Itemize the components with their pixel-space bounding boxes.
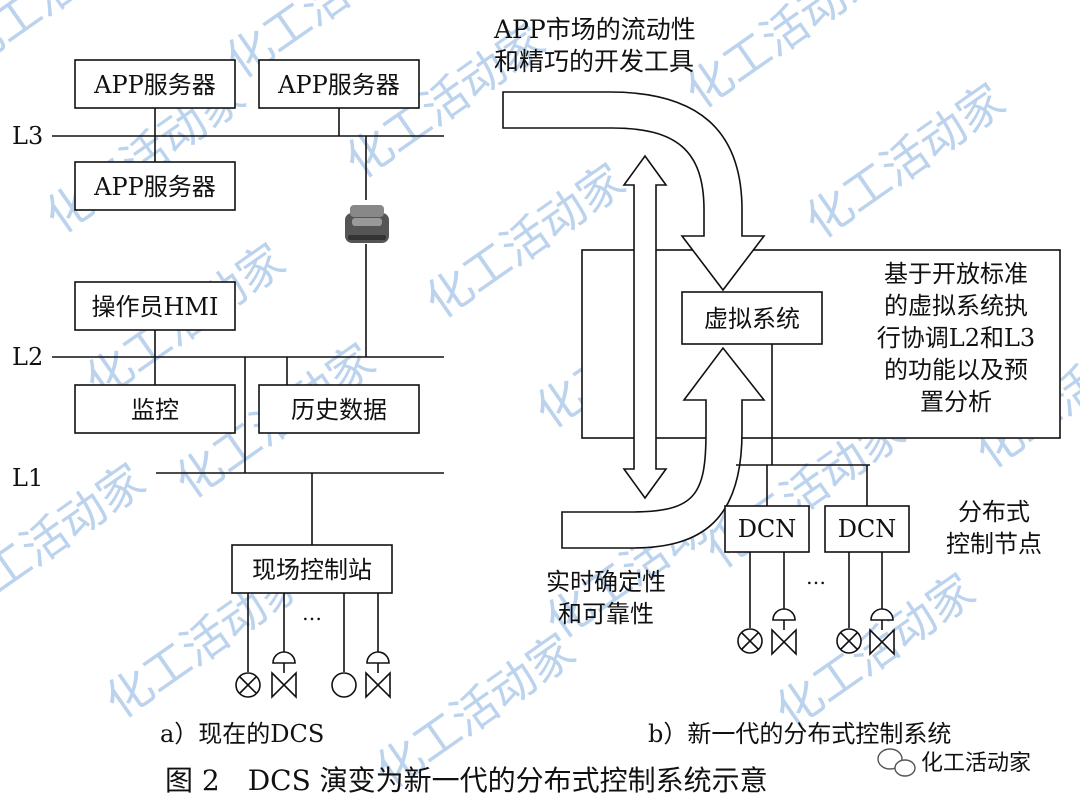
dcn-box-2 bbox=[824, 505, 910, 553]
brand-badge: 化工活动家 bbox=[877, 748, 1031, 777]
hmi-label: 操作员HMI bbox=[92, 293, 219, 321]
transmitter-icon bbox=[331, 672, 357, 698]
ellipsis: … bbox=[302, 601, 322, 625]
watermark: 化工活动家 bbox=[765, 563, 984, 739]
bottom-label-line-2: 和可靠性 bbox=[558, 600, 654, 628]
hmi-box bbox=[74, 281, 236, 331]
sensor-icon bbox=[235, 672, 261, 698]
bottom-flow-arrow bbox=[561, 346, 766, 549]
app-server-box-3 bbox=[74, 161, 236, 211]
desc-line-5: 置分析 bbox=[920, 388, 992, 416]
virtual-system-label: 虚拟系统 bbox=[704, 305, 800, 333]
router-icon bbox=[345, 205, 389, 243]
figure-title: 图 2 DCS 演变为新一代的分布式控制系统示意 bbox=[165, 764, 768, 797]
brand-name: 化工活动家 bbox=[921, 751, 1031, 776]
valve-icon bbox=[365, 651, 391, 699]
valve-icon bbox=[771, 608, 797, 656]
watermark: 化工活动家 bbox=[795, 73, 1014, 249]
app-server-label-1: APP服务器 bbox=[93, 71, 216, 99]
node-label-line-1: 分布式 bbox=[958, 498, 1030, 526]
history-label: 历史数据 bbox=[291, 396, 387, 424]
watermark: 化工活动家 bbox=[675, 0, 894, 119]
sensor-icon bbox=[836, 628, 862, 654]
desc-line-1: 基于开放标准 bbox=[884, 260, 1028, 288]
valve-icon bbox=[869, 608, 895, 656]
left-texts: APP服务器 APP服务器 APP服务器 操作员HMI 监控 历史数据 现场控制… bbox=[12, 71, 400, 748]
dcn-label-2: DCN bbox=[838, 515, 897, 543]
virtual-system-box bbox=[681, 291, 823, 345]
double-arrow bbox=[622, 154, 668, 500]
desc-line-4: 的功能以及预 bbox=[884, 356, 1028, 384]
current-dcs-diagram bbox=[52, 59, 444, 672]
app-server-label-2: APP服务器 bbox=[277, 71, 400, 99]
monitor-box bbox=[74, 384, 236, 434]
app-server-box-2 bbox=[258, 59, 420, 109]
dcn-label-1: DCN bbox=[738, 515, 797, 543]
chat-bubble-icon bbox=[877, 748, 916, 777]
level-l2: L2 bbox=[12, 343, 43, 371]
level-l3: L3 bbox=[12, 122, 43, 150]
dcn-network-lines bbox=[736, 344, 883, 628]
app-server-box-1 bbox=[74, 59, 236, 109]
dcn-ellipsis: … bbox=[806, 565, 826, 589]
desc-line-3: 行协调L2和L3 bbox=[877, 324, 1035, 352]
valve-icon bbox=[271, 651, 297, 699]
node-label-line-2: 控制节点 bbox=[946, 530, 1042, 558]
desc-line-2: 的虚拟系统执 bbox=[884, 292, 1028, 320]
caption-b: b）新一代的分布式控制系统 bbox=[648, 720, 951, 748]
sensor-icon bbox=[737, 628, 763, 654]
top-flow-arrow bbox=[502, 91, 766, 292]
history-box bbox=[258, 384, 420, 434]
field-devices-right bbox=[737, 608, 895, 656]
top-label-line-1: APP市场的流动性 bbox=[493, 15, 696, 44]
top-label-line-2: 和精巧的开发工具 bbox=[494, 47, 694, 76]
station-box bbox=[231, 544, 393, 594]
station-label: 现场控制站 bbox=[252, 556, 372, 584]
new-dcs-diagram bbox=[502, 91, 1061, 553]
right-texts: APP市场的流动性 和精巧的开发工具 虚拟系统 基于开放标准 的虚拟系统执 行协… bbox=[493, 15, 1042, 748]
field-devices-left bbox=[235, 651, 391, 699]
app-server-label-3: APP服务器 bbox=[93, 173, 216, 201]
monitor-label: 监控 bbox=[131, 396, 179, 424]
caption-a: a）现在的DCS bbox=[160, 720, 324, 748]
bottom-label-line-1: 实时确定性 bbox=[546, 568, 666, 596]
level-l1: L1 bbox=[12, 464, 43, 492]
